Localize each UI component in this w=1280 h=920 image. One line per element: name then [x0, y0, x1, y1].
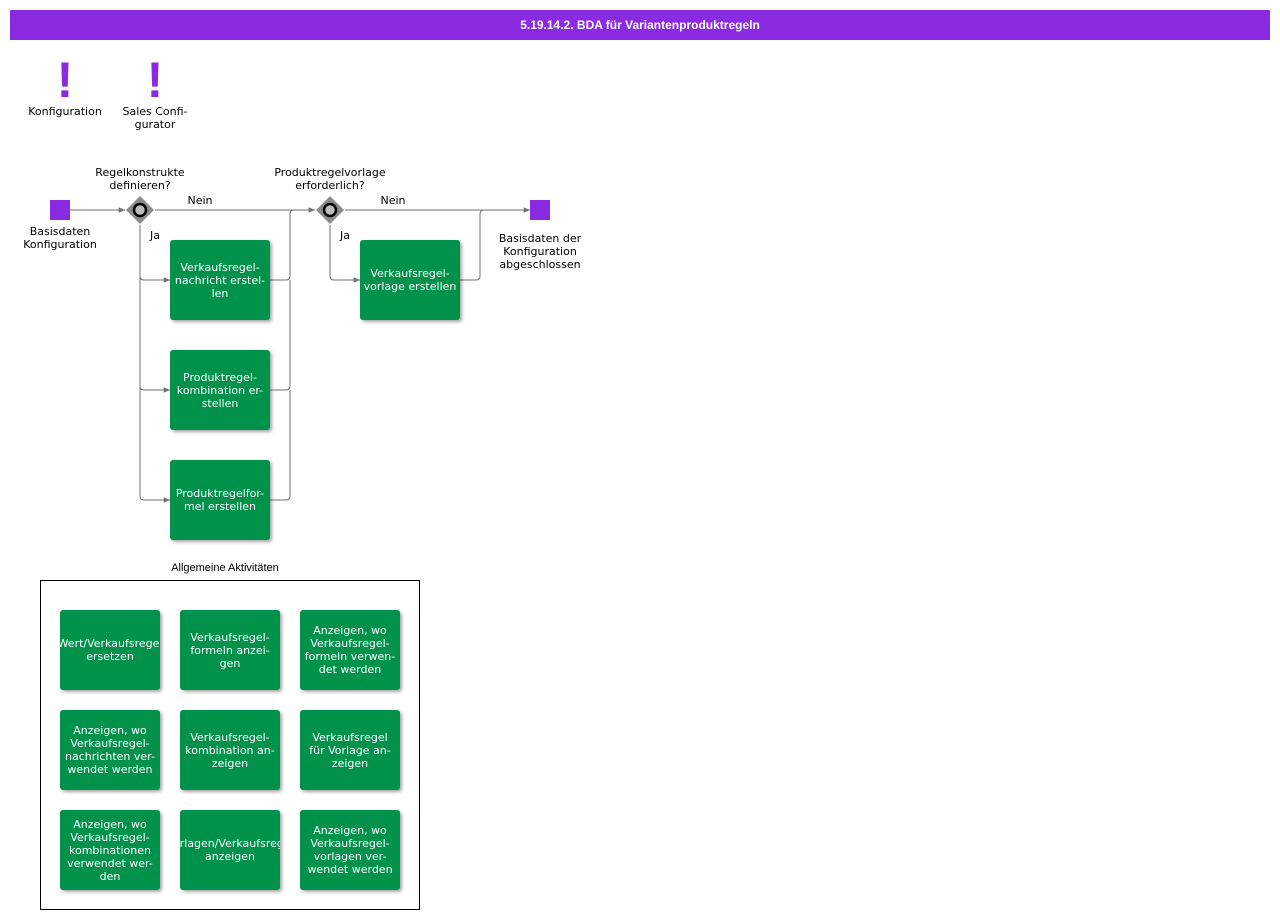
flow-gateway2-ja: [329, 225, 360, 283]
link-label-sales-configurator[interactable]: Sales Confi- gurator: [122, 105, 188, 131]
flow-gateway1-ja-3: [139, 386, 170, 503]
start-event[interactable]: [50, 200, 70, 220]
gateway1-question: Regelkonstrukte definieren?: [95, 166, 185, 192]
flow-activity1-return: [270, 209, 295, 281]
activity-verkaufsregelnachricht[interactable]: Verkaufsregel- nachricht erstel- len: [170, 240, 270, 320]
gateway2-question: Produktregelvorlage erforderlich?: [274, 166, 386, 192]
general-activity[interactable]: Anzeigen, wo Verkaufsregel- nachrichten …: [60, 710, 160, 790]
general-activity[interactable]: Wert/Verkaufsregel ersetzen: [60, 610, 160, 690]
general-activity[interactable]: Vorlagen/Verkaufsregel anzeigen: [180, 810, 280, 890]
gateway1-ja-label: Ja: [150, 229, 160, 242]
flow-activity4-return: [460, 209, 485, 281]
gateway1-nein-label: Nein: [187, 194, 213, 207]
link-label-konfiguration[interactable]: Konfiguration: [28, 105, 102, 118]
gateway2-diamond[interactable]: [315, 195, 345, 225]
gateway2-nein-label: Nein: [380, 194, 406, 207]
flow-activity2-return: [270, 280, 291, 391]
gateway1-diamond[interactable]: [125, 195, 155, 225]
activity-produktregelformel[interactable]: Produktregelfor- mel erstellen: [170, 460, 270, 540]
activity-verkaufsregelvorlage[interactable]: Verkaufsregel- vorlage erstellen: [360, 240, 460, 320]
general-activity[interactable]: Verkaufsregel- formeln anzei- gen: [180, 610, 280, 690]
group-title: Allgemeine Aktivitäten: [171, 562, 279, 574]
general-activity[interactable]: Verkaufsregel für Vorlage an- zeigen: [300, 710, 400, 790]
flow-activity3-return: [270, 390, 291, 501]
activity-produktregelkombination[interactable]: Produktregel- kombination er- stellen: [170, 350, 270, 430]
general-activity[interactable]: Anzeigen, wo Verkaufsregel- vorlagen ver…: [300, 810, 400, 890]
general-activities-group: [40, 580, 420, 910]
diagram-title: 5.19.14.2. BDA für Variantenproduktregel…: [10, 10, 1270, 40]
exclamation-icon: !: [146, 52, 164, 108]
exclamation-icon: !: [56, 52, 74, 108]
general-activity[interactable]: Anzeigen, wo Verkaufsregel- formeln verw…: [300, 610, 400, 690]
end-event-label: Basisdaten der Konfiguration abgeschloss…: [498, 232, 582, 271]
general-activity[interactable]: Verkaufsregel- kombination an- zeigen: [180, 710, 280, 790]
gateway2-ja-label: Ja: [340, 229, 350, 242]
flow-gateway1-ja-2: [139, 276, 170, 393]
end-event[interactable]: [530, 200, 550, 220]
general-activity[interactable]: Anzeigen, wo Verkaufsregel- kombinatione…: [60, 810, 160, 890]
start-event-label: Basisdaten Konfiguration: [23, 225, 97, 251]
